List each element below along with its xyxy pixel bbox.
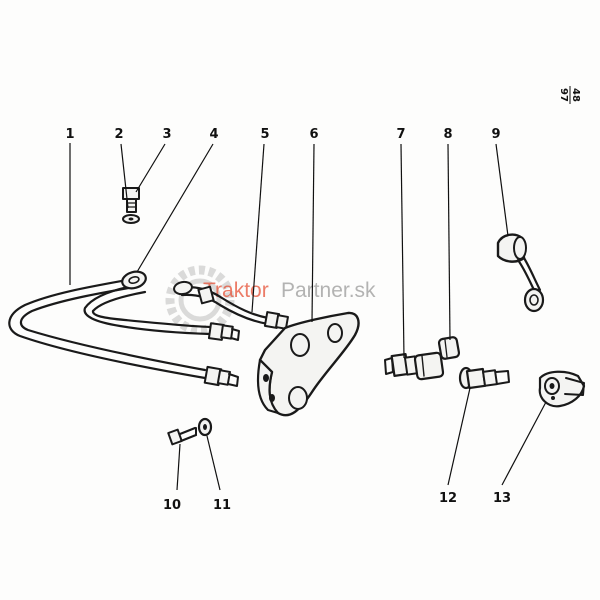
pipe-fitting-lower: [203, 365, 239, 387]
part-3-banjo-bolt: [122, 187, 140, 213]
page-code-bottom: 97: [558, 88, 569, 102]
part-label-2: 2: [114, 127, 123, 142]
part-10-bolt: [167, 426, 198, 446]
part-1-pipe: [8, 276, 289, 387]
part-label-5: 5: [260, 127, 269, 142]
pipe-fitting-upper: [197, 285, 289, 330]
part-6-bracket: [257, 311, 360, 417]
part-label-1: 1: [65, 127, 74, 142]
leader-lines: [69, 143, 547, 491]
part-label-9: 9: [491, 127, 500, 142]
page-code: 48 97: [558, 86, 581, 104]
watermark-text-partner: Partner.sk: [281, 279, 376, 302]
part-label-6: 6: [309, 127, 318, 142]
part-2-washer: [122, 214, 140, 224]
watermark-gear-icon: [165, 265, 235, 335]
part-label-12: 12: [439, 491, 457, 506]
part-label-11: 11: [213, 498, 231, 513]
part-4-banjo-union: [121, 270, 193, 296]
part-label-10: 10: [163, 498, 181, 513]
part-9-dust-cap: [496, 233, 545, 313]
part-label-8: 8: [443, 127, 452, 142]
part-7-valve: [384, 351, 445, 381]
part-label-13: 13: [493, 491, 511, 506]
part-labels: 1 2 3 4 5 6 7 8 9 10 11 12 13: [65, 127, 511, 513]
part-label-7: 7: [396, 127, 405, 142]
part-8-cap: [437, 336, 461, 360]
part-label-4: 4: [209, 127, 218, 142]
pipe-fitting-middle: [207, 322, 240, 341]
part-11-washer: [197, 417, 213, 437]
part-label-3: 3: [162, 127, 171, 142]
page-code-top: 48: [570, 88, 581, 102]
part-12-adapter: [458, 366, 510, 390]
part-13-banjo-eye: [538, 370, 586, 408]
